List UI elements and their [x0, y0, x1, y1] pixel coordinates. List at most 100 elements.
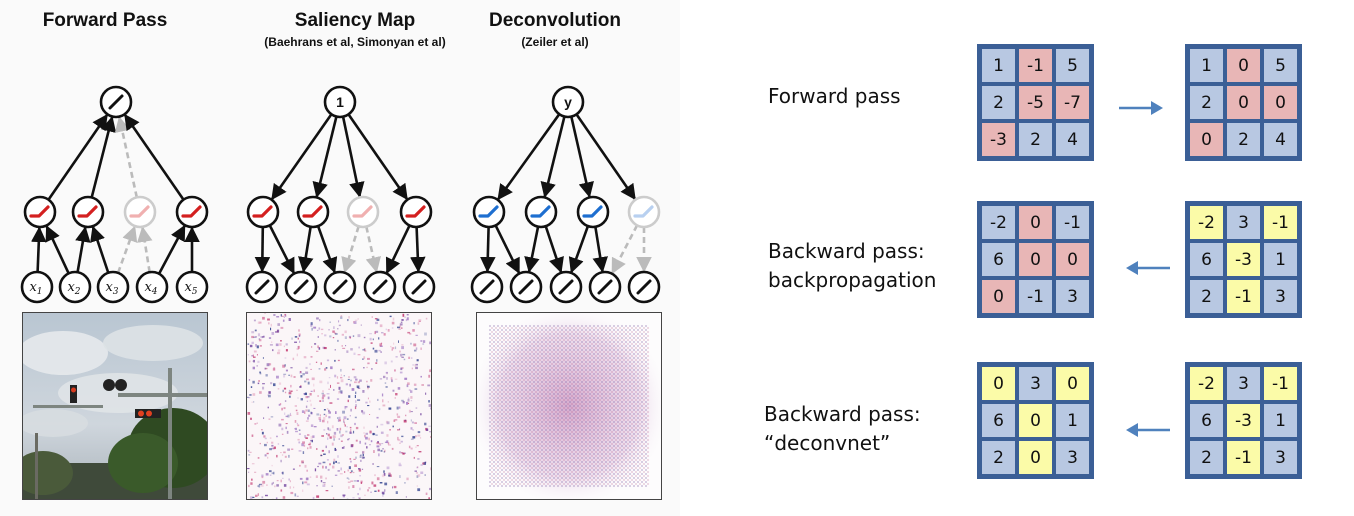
saliency-speck	[247, 468, 250, 470]
saliency-speck	[354, 381, 357, 384]
saliency-map-image	[246, 312, 432, 500]
saliency-speck	[352, 485, 355, 488]
saliency-speck	[334, 332, 337, 334]
saliency-speck	[247, 412, 251, 415]
saliency-speck	[316, 495, 320, 498]
saliency-speck	[296, 389, 298, 391]
saliency-speck	[423, 462, 426, 465]
saliency-speck	[268, 391, 271, 394]
saliency-speck	[395, 356, 398, 358]
saliency-speck	[307, 396, 310, 398]
saliency-speck	[407, 331, 411, 334]
saliency-speck	[269, 344, 273, 346]
saliency-speck	[414, 388, 418, 390]
saliency-speck	[276, 454, 278, 458]
saliency-speck	[344, 406, 348, 408]
saliency-speck	[337, 328, 339, 330]
saliency-speck	[344, 406, 347, 410]
saliency-speck	[312, 496, 315, 499]
saliency-speck	[347, 438, 350, 441]
saliency-speck	[333, 438, 335, 441]
saliency-speck	[310, 403, 312, 407]
saliency-speck	[388, 407, 392, 410]
saliency-speck	[408, 445, 411, 449]
saliency-speck	[288, 454, 290, 458]
saliency-speck	[344, 424, 346, 427]
saliency-speck	[302, 451, 305, 454]
saliency-speck	[374, 331, 376, 335]
saliency-speck	[284, 400, 287, 402]
node-circle	[576, 195, 610, 229]
label-line: Backward pass:	[768, 239, 925, 263]
saliency-speck	[336, 382, 340, 384]
saliency-speck	[379, 324, 383, 328]
saliency-speck	[289, 412, 291, 416]
grid-cell: 4	[1262, 121, 1299, 158]
saliency-speck	[399, 475, 401, 478]
saliency-speck	[429, 431, 431, 433]
saliency-speck	[388, 472, 391, 476]
saliency-speck	[293, 376, 296, 378]
saliency-speck	[317, 465, 319, 468]
saliency-speck	[299, 464, 301, 467]
saliency-speck	[281, 418, 284, 421]
saliency-speck	[364, 494, 366, 496]
saliency-speck	[376, 466, 380, 468]
saliency-speck	[250, 482, 253, 485]
saliency-speck	[342, 347, 346, 349]
saliency-speck	[329, 335, 332, 338]
saliency-speck	[430, 407, 431, 410]
saliency-speck	[376, 318, 380, 321]
grid-cell: -1	[1017, 47, 1054, 84]
saliency-speck	[270, 323, 272, 327]
saliency-speck	[259, 345, 262, 347]
left-figure-panel: Forward Pass Saliency Map (Baehrans et a…	[20, 10, 662, 500]
saliency-speck	[418, 451, 422, 453]
saliency-speck	[294, 341, 297, 343]
saliency-speck	[296, 422, 298, 425]
saliency-speck	[390, 345, 392, 348]
saliency-speck	[307, 447, 309, 450]
saliency-speck	[310, 324, 313, 327]
saliency-speck	[349, 472, 352, 474]
saliency-speck	[254, 471, 257, 473]
grid-cell: -1	[1262, 204, 1299, 241]
saliency-speck	[299, 386, 302, 388]
saliency-speck	[369, 444, 371, 446]
label-line: Backward pass:	[764, 402, 921, 426]
saliency-speck	[355, 426, 359, 430]
saliency-speck	[281, 407, 283, 411]
saliency-speck	[391, 447, 394, 450]
saliency-speck	[362, 358, 364, 360]
saliency-speck	[417, 466, 419, 468]
saliency-speck	[333, 458, 336, 462]
saliency-speck	[347, 319, 349, 322]
saliency-speck	[425, 317, 428, 320]
saliency-speck	[276, 484, 279, 487]
saliency-speck	[368, 437, 370, 441]
saliency-speck	[257, 485, 260, 487]
saliency-speck	[280, 326, 284, 329]
saliency-speck	[301, 410, 305, 413]
saliency-speck	[268, 394, 271, 398]
saliency-speck	[369, 337, 372, 341]
grid-cell: 1	[1188, 47, 1225, 84]
saliency-speck	[416, 485, 418, 487]
saliency-speck	[261, 474, 264, 477]
saliency-speck	[417, 434, 421, 437]
panel-title-deconvolution: Deconvolution	[489, 10, 621, 31]
saliency-speck	[306, 378, 309, 381]
saliency-speck	[344, 336, 347, 339]
saliency-speck	[353, 376, 357, 379]
saliency-speck	[265, 473, 269, 476]
saliency-speck	[401, 344, 404, 346]
saliency-speck	[399, 323, 403, 326]
saliency-speck	[271, 447, 275, 450]
saliency-speck	[365, 401, 368, 404]
saliency-speck	[304, 481, 308, 484]
saliency-speck	[357, 334, 361, 338]
saliency-speck	[276, 375, 279, 379]
